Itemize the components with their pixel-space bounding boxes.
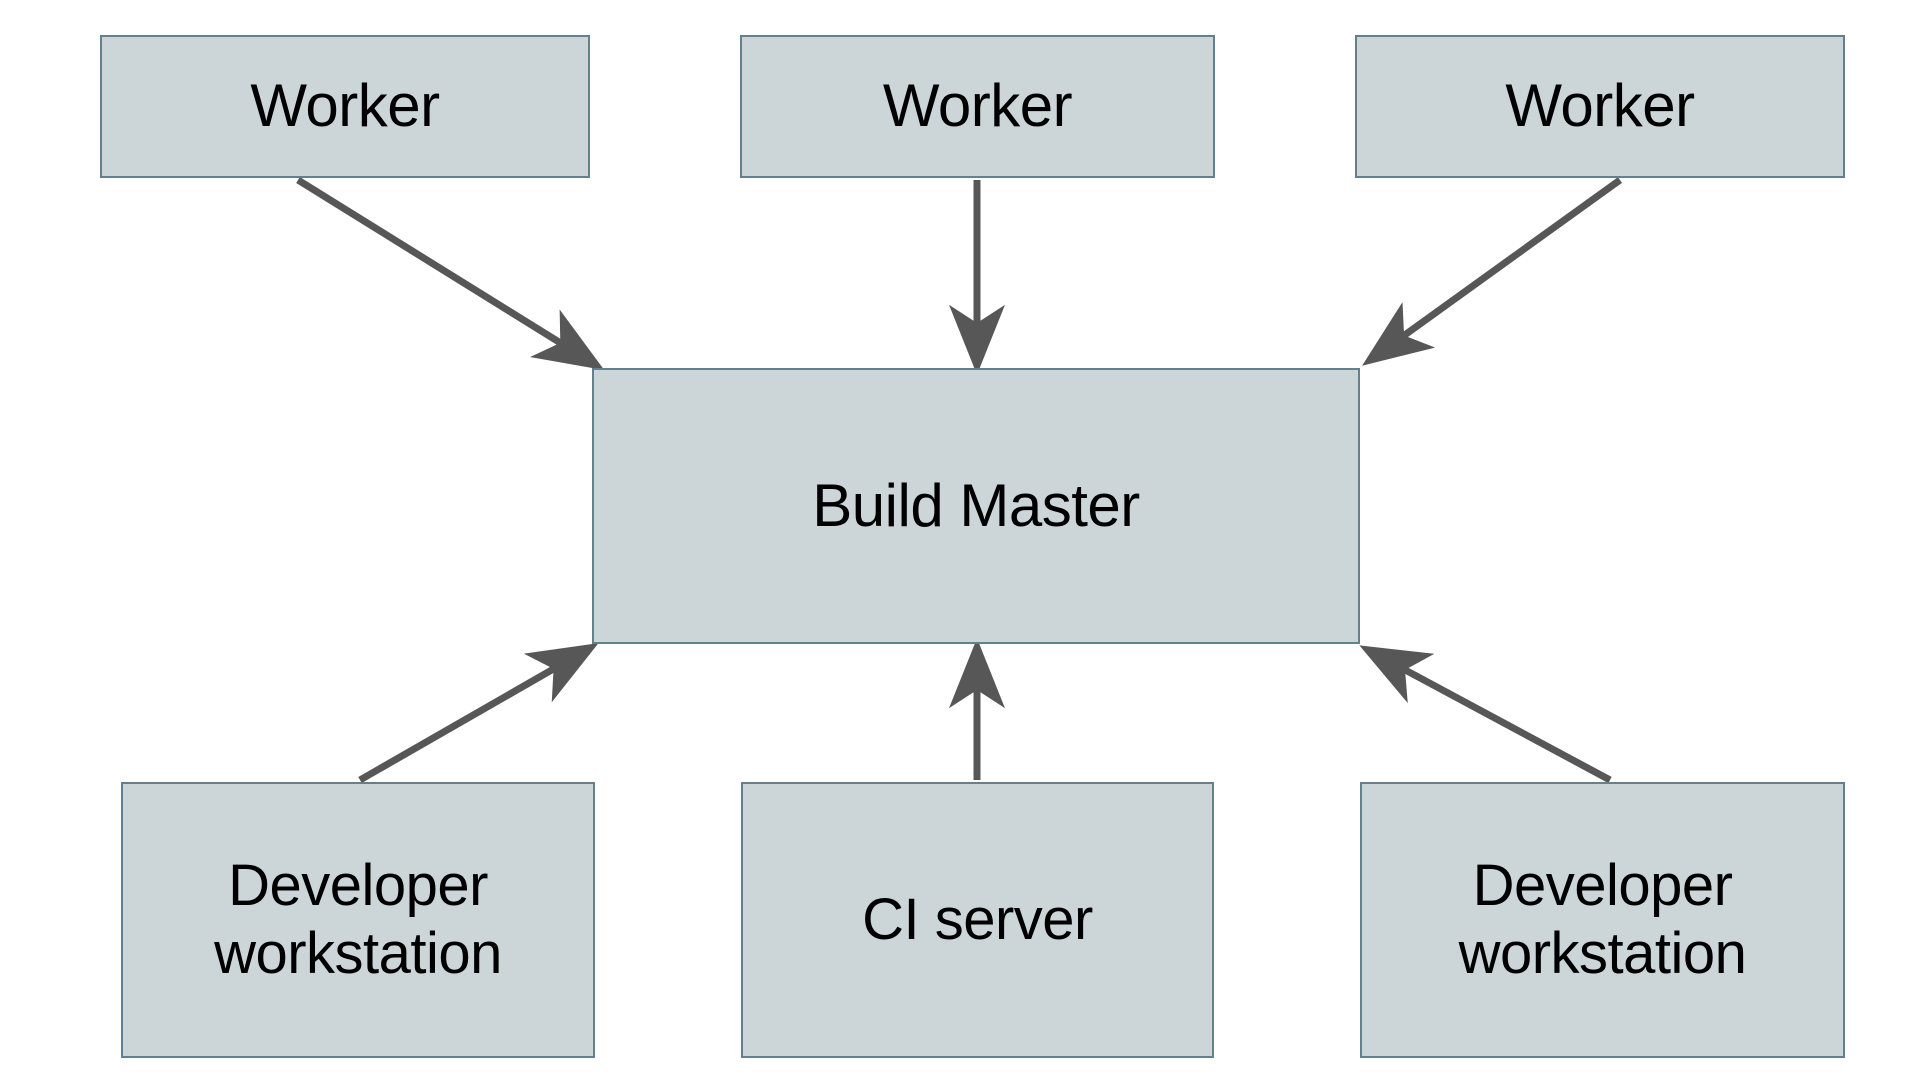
node-label-developer-workstation-2: Developer workstation <box>1458 852 1747 986</box>
node-build-master[interactable]: Build Master <box>592 368 1360 644</box>
node-label-worker-3: Worker <box>1505 72 1695 140</box>
node-label-worker-2: Worker <box>882 72 1073 140</box>
edge-worker-3-to-build-master <box>1362 177 1623 366</box>
edge-developer-workstation-2-to-build-master <box>1359 645 1612 784</box>
node-label-ci-server: CI server <box>862 886 1093 952</box>
node-developer-workstation-1[interactable]: Developer workstation <box>121 782 595 1058</box>
edge-worker-1-to-build-master <box>296 177 605 371</box>
node-worker-3[interactable]: Worker <box>1355 35 1845 178</box>
node-worker-1[interactable]: Worker <box>100 35 590 178</box>
node-label-developer-workstation-1: Developer workstation <box>214 852 502 986</box>
node-label-worker-1: Worker <box>250 72 440 140</box>
node-worker-2[interactable]: Worker <box>740 35 1215 178</box>
node-ci-server[interactable]: CI server <box>741 782 1214 1058</box>
node-developer-workstation-2[interactable]: Developer workstation <box>1360 782 1845 1058</box>
edge-developer-workstation-1-to-build-master <box>358 643 599 784</box>
node-label-build-master: Build Master <box>812 471 1140 539</box>
